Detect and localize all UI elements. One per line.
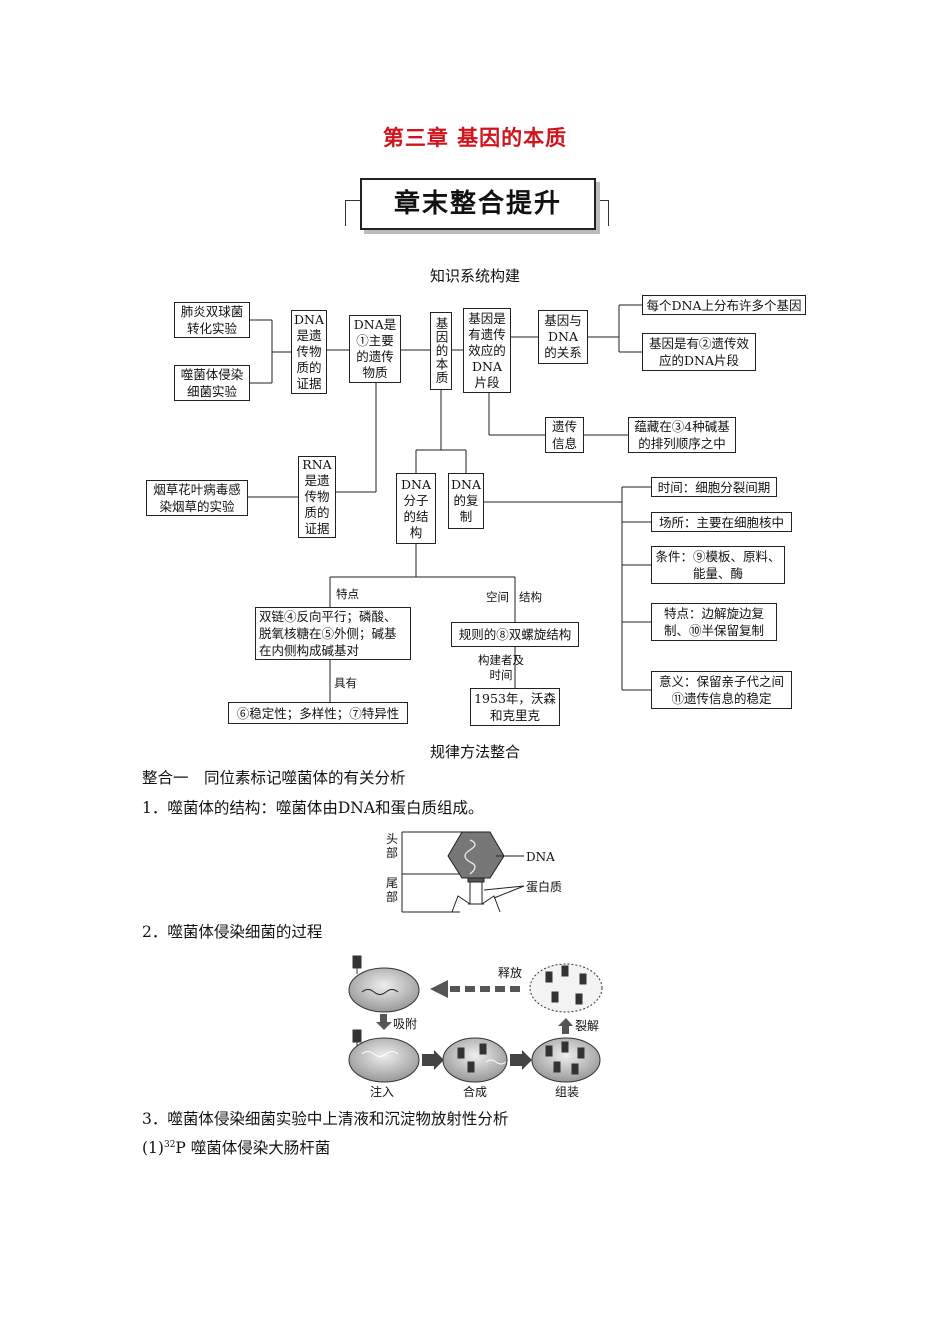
box-dna-main: DNA是①主要的遗传物质 xyxy=(349,315,401,383)
label-feature: 特点 xyxy=(336,587,359,601)
label-assemble: 组装 xyxy=(555,1085,580,1099)
para-phage-structure: 1．噬菌体的结构：噬菌体由DNA和蛋白质组成。 xyxy=(142,799,484,817)
box-dna-structure: DNA分子的结构 xyxy=(396,473,436,544)
box-genetic-info: 遗传信息 xyxy=(545,417,584,453)
box-replication-place: 场所：主要在细胞核中 xyxy=(651,512,792,532)
box-dna-evidence: DNA是遗传物质的证据 xyxy=(291,310,327,394)
banner-line-right xyxy=(594,200,609,201)
box-base-order: 蕴藏在③4种碱基的排列顺序之中 xyxy=(628,417,736,453)
banner-line-left xyxy=(345,200,360,201)
box-replication-meaning: 意义：保留亲子代之间⑪遗传信息的稳定 xyxy=(651,671,792,709)
banner-tick-left xyxy=(345,200,346,226)
phage-structure-figure xyxy=(401,831,525,913)
box-dna-replication: DNA的复制 xyxy=(448,473,484,529)
chapter-title: 第三章 基因的本质 xyxy=(382,125,568,150)
box-double-chain: 双链④反向平行；磷酸、脱氧核糖在⑤外侧；碱基在内侧构成碱基对 xyxy=(255,607,411,660)
infection-cycle-figure xyxy=(348,955,603,1083)
box-gene-fragment: 基因是有②遗传效应的DNA片段 xyxy=(642,333,756,371)
box-replication-features: 特点：边解旋边复制、⑩半保留复制 xyxy=(651,603,777,641)
box-pneumococcus: 肺炎双球菌转化实验 xyxy=(174,302,250,338)
label-has: 具有 xyxy=(334,676,357,690)
label-protein: 蛋白质 xyxy=(526,880,563,894)
label-adsorb: 吸附 xyxy=(393,1017,418,1031)
box-properties: ⑥稳定性；多样性；⑦特异性 xyxy=(228,702,408,724)
label-head: 头部 xyxy=(386,832,399,860)
label-inject: 注入 xyxy=(370,1085,395,1099)
section-heading-methods: 规律方法整合 xyxy=(429,743,520,761)
label-space: 空间 xyxy=(486,590,509,604)
box-rna-evidence: RNA是遗传物质的证据 xyxy=(298,456,336,538)
box-many-genes: 每个DNA上分布许多个基因 xyxy=(642,295,806,315)
concept-map-connectors xyxy=(248,304,651,702)
box-builder: 1953年，沃森和克里克 xyxy=(470,688,560,726)
section-heading-knowledge: 知识系统构建 xyxy=(429,267,520,285)
para-infection-process: 2．噬菌体侵染细菌的过程 xyxy=(142,923,323,941)
box-gene-essence: 基因的本质 xyxy=(430,312,452,390)
label-release: 释放 xyxy=(498,966,523,980)
box-replication-conditions: 条件：⑨模板、原料、能量、酶 xyxy=(651,546,785,584)
section-banner: 章末整合提升 xyxy=(360,178,596,230)
label-builder-time: 构建者及时间 xyxy=(478,653,524,682)
label-dna: DNA xyxy=(526,850,555,864)
para-radioactivity-analysis: 3．噬菌体侵染细菌实验中上清液和沉淀物放射性分析 xyxy=(142,1110,509,1128)
label-lysis: 裂解 xyxy=(575,1019,600,1033)
box-replication-time: 时间：细胞分裂间期 xyxy=(651,477,777,497)
box-phage-experiment: 噬菌体侵染细菌实验 xyxy=(174,365,250,401)
box-gene-segment: 基因是有遗传效应的DNA片段 xyxy=(463,308,511,393)
label-synthesis: 合成 xyxy=(463,1085,488,1099)
para-p32-infection: (1)32P 噬菌体侵染大肠杆菌 xyxy=(142,1139,331,1157)
banner-tick-right xyxy=(608,200,609,226)
label-tail: 尾部 xyxy=(386,876,399,904)
box-double-helix: 规则的⑧双螺旋结构 xyxy=(451,622,579,647)
box-gene-dna-relation: 基因与DNA的关系 xyxy=(538,310,588,364)
box-tmv-experiment: 烟草花叶病毒感染烟草的实验 xyxy=(146,480,248,516)
integrate-heading: 整合一 同位素标记噬菌体的有关分析 xyxy=(142,769,406,787)
label-structure: 结构 xyxy=(519,590,542,604)
